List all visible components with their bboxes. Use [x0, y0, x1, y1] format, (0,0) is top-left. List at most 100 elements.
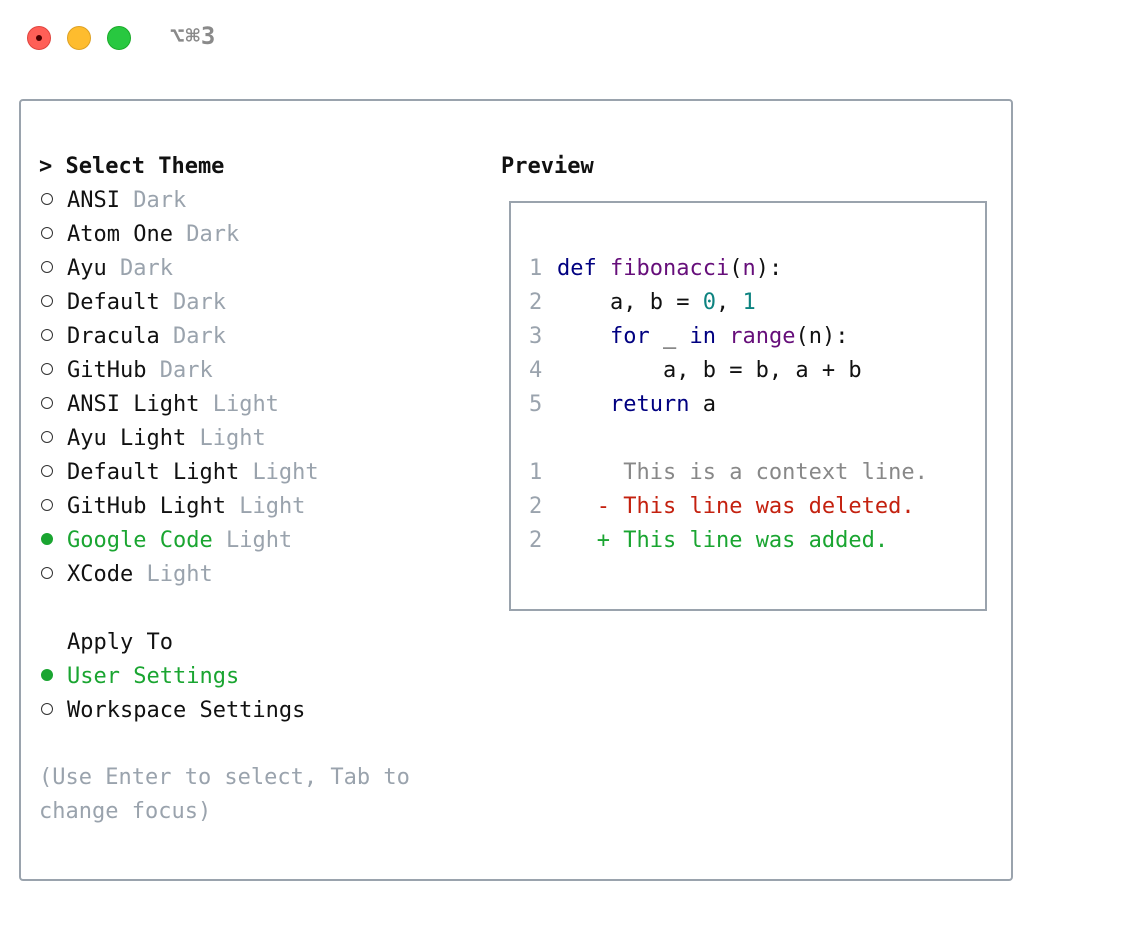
theme-option[interactable]: GitHub Light Light — [39, 490, 305, 524]
theme-name: Dracula — [67, 324, 160, 349]
code-line-4: 4 a, b = b, a + b — [529, 354, 862, 388]
code-text: a, b = b, a + b — [662, 358, 862, 383]
theme-name: Ayu Light — [67, 426, 187, 451]
circle-icon — [41, 227, 53, 239]
code-line-2: 2 a, b = 0, 1 — [529, 286, 756, 320]
diff-context-line: 1 This is a context line. — [529, 456, 928, 490]
theme-name: XCode — [67, 562, 134, 587]
theme-variant: Dark — [159, 358, 213, 383]
radio-empty-icon — [39, 456, 67, 490]
theme-variant: Dark — [120, 256, 173, 281]
theme-option[interactable]: ANSI Light Light — [39, 388, 279, 422]
theme-variant: Dark — [172, 290, 226, 315]
theme-option[interactable]: Google Code Light — [39, 524, 292, 558]
zoom-window-button[interactable] — [107, 26, 131, 50]
theme-option[interactable]: Ayu Dark — [39, 252, 173, 286]
line-number: 4 — [529, 358, 543, 383]
diff-deleted-line: 2 - This line was deleted. — [529, 490, 915, 524]
circle-icon — [41, 329, 53, 341]
line-number: 1 — [529, 256, 543, 281]
radio-empty-icon — [39, 490, 67, 524]
theme-option[interactable]: Atom One Dark — [39, 218, 239, 252]
apply-to-label: Workspace Settings — [67, 698, 306, 723]
diff-deleted-text: - This line was deleted. — [596, 494, 915, 519]
apply-to-label: User Settings — [67, 664, 240, 689]
theme-option[interactable]: Dracula Dark — [39, 320, 226, 354]
radio-selected-icon — [39, 660, 67, 694]
theme-option[interactable]: Ayu Light Light — [39, 422, 266, 456]
filled-circle-icon — [41, 533, 53, 545]
code-line-5: 5 return a — [529, 388, 716, 422]
line-number: 2 — [529, 528, 543, 553]
code-number: 1 — [742, 290, 756, 315]
theme-variant: Light — [146, 562, 213, 587]
theme-menu-title: > Select Theme — [39, 154, 225, 179]
theme-variant: Light — [199, 426, 266, 451]
theme-name: Default — [67, 290, 160, 315]
circle-icon — [41, 465, 53, 477]
code-text: a, b = — [609, 290, 703, 315]
radio-selected-icon — [39, 524, 67, 558]
theme-variant: Light — [252, 460, 319, 485]
line-number: 1 — [529, 460, 543, 485]
theme-name: Ayu — [67, 256, 107, 281]
theme-variant: Dark — [186, 222, 240, 247]
code-line-3: 3 for _ in range(n): — [529, 320, 848, 354]
code-keyword: for — [609, 324, 650, 349]
line-number: 3 — [529, 324, 543, 349]
theme-variant: Light — [212, 392, 279, 417]
code-function-name: fibonacci — [610, 256, 730, 281]
theme-option[interactable]: ANSI Dark — [39, 184, 186, 218]
filled-circle-icon — [41, 669, 53, 681]
code-keyword: return — [609, 392, 690, 417]
circle-icon — [41, 499, 53, 511]
code-keyword: in — [689, 324, 716, 349]
line-number: 2 — [529, 494, 543, 519]
circle-icon — [41, 193, 53, 205]
code-text: ): — [755, 256, 783, 281]
close-window-button[interactable] — [27, 26, 51, 50]
radio-empty-icon — [39, 694, 67, 728]
theme-name: GitHub Light — [67, 494, 226, 519]
theme-variant: Light — [225, 528, 293, 553]
theme-option[interactable]: GitHub Dark — [39, 354, 213, 388]
radio-empty-icon — [39, 320, 67, 354]
code-builtin: range — [729, 324, 796, 349]
radio-empty-icon — [39, 558, 67, 592]
circle-icon — [41, 567, 53, 579]
radio-empty-icon — [39, 286, 67, 320]
code-text: a — [689, 392, 716, 417]
apply-to-option[interactable]: User Settings — [39, 660, 239, 694]
theme-name: ANSI — [67, 188, 120, 213]
code-text: _ — [649, 324, 690, 349]
circle-icon — [41, 363, 53, 375]
window-shortcut-label: ⌥⌘3 — [170, 22, 217, 50]
theme-option[interactable]: Default Light Light — [39, 456, 319, 490]
theme-name: Default Light — [67, 460, 240, 485]
radio-empty-icon — [39, 422, 67, 456]
radio-empty-icon — [39, 184, 67, 218]
radio-empty-icon — [39, 252, 67, 286]
theme-option[interactable]: Default Dark — [39, 286, 226, 320]
diff-context-text: This is a context line. — [623, 460, 928, 485]
diff-added-line: 2 + This line was added. — [529, 524, 888, 558]
theme-variant: Dark — [133, 188, 187, 213]
radio-empty-icon — [39, 218, 67, 252]
circle-icon — [41, 295, 53, 307]
theme-name: Atom One — [67, 222, 173, 247]
code-text: , — [715, 290, 743, 315]
circle-icon — [41, 261, 53, 273]
apply-to-title: Apply To — [67, 630, 173, 655]
code-parameter: n — [742, 256, 756, 281]
theme-name: ANSI Light — [67, 392, 200, 417]
apply-to-option[interactable]: Workspace Settings — [39, 694, 305, 728]
circle-icon — [41, 431, 53, 443]
theme-name: GitHub — [67, 358, 147, 383]
minimize-window-button[interactable] — [67, 26, 91, 50]
theme-variant: Dark — [172, 324, 226, 349]
theme-option[interactable]: XCode Light — [39, 558, 213, 592]
code-text: (n): — [795, 324, 849, 349]
